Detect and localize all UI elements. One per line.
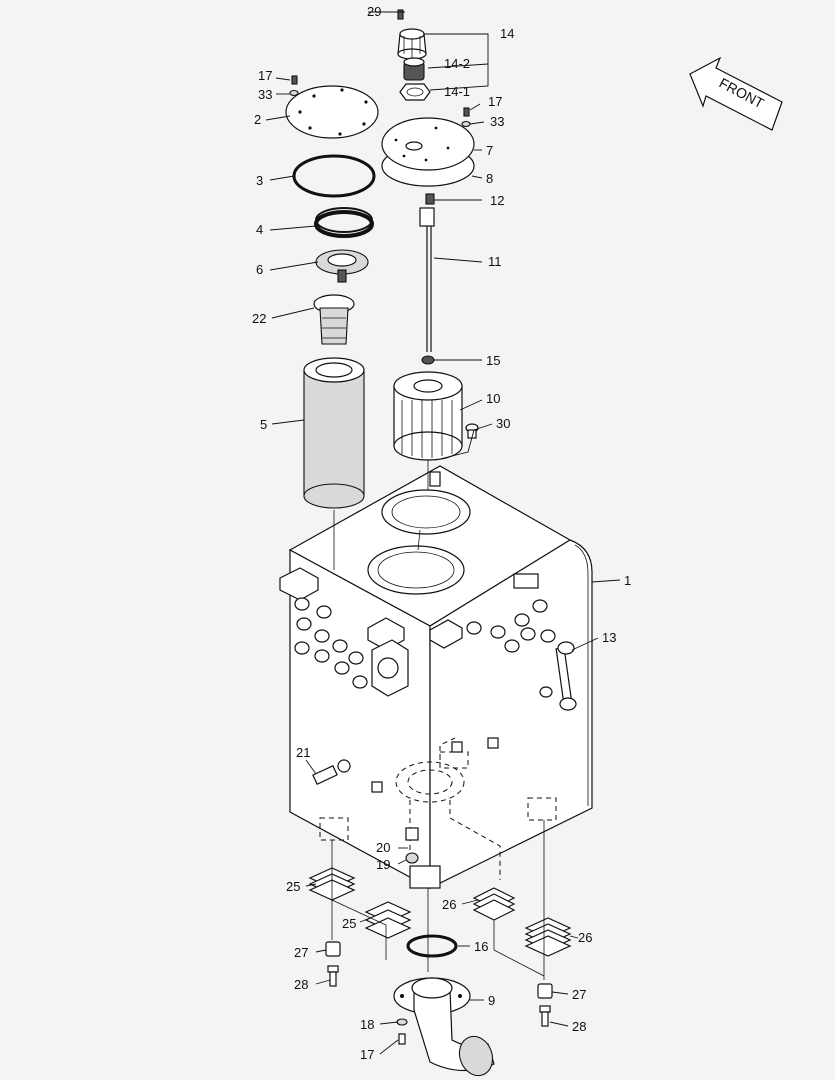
assembly-lines: [331, 460, 545, 980]
callout-1: 1: [624, 573, 631, 588]
hydraulic-tank: [279, 465, 593, 890]
spacer-bolt-left: [325, 941, 341, 987]
sensor-21: [312, 759, 351, 785]
callout-30: 30: [496, 416, 510, 431]
callout-9: 9: [488, 993, 495, 1008]
suction-pipe: [393, 977, 495, 1077]
callout-16: 16: [474, 939, 488, 954]
level-gauge: [555, 641, 577, 711]
o-ring-3: [292, 154, 376, 198]
callout-18: 18: [360, 1017, 374, 1032]
callout-28-right: 28: [572, 1019, 586, 1034]
callout-33-top-right: 33: [490, 114, 504, 129]
callout-12: 12: [490, 193, 504, 208]
spacer-bolt-right: [537, 983, 553, 1027]
callout-27-right: 27: [572, 987, 586, 1002]
callout-26-center: 26: [442, 897, 456, 912]
bolt-17: [398, 1033, 406, 1045]
callout-7: 7: [486, 143, 493, 158]
spring-12: [425, 193, 435, 205]
callout-5: 5: [260, 417, 267, 432]
callout-29: 29: [367, 4, 381, 19]
tank-ports-right: [466, 599, 556, 698]
callout-3: 3: [256, 173, 263, 188]
callout-15: 15: [486, 353, 500, 368]
callout-17-top-left: 17: [258, 68, 272, 83]
callout-4: 4: [256, 222, 263, 237]
callout-2: 2: [254, 112, 261, 127]
callout-13: 13: [602, 630, 616, 645]
callout-33-top-left: 33: [258, 87, 272, 102]
nut-15: [421, 355, 435, 365]
callout-27-left: 27: [294, 945, 308, 960]
ring-4: [314, 207, 374, 238]
callout-26-right: 26: [578, 930, 592, 945]
rod-11: [419, 207, 435, 352]
cap-plate: [399, 83, 431, 101]
callout-25-left: 25: [286, 879, 300, 894]
callout-11: 11: [488, 254, 502, 269]
strainer-22: [313, 294, 355, 345]
tank-ports-left: [294, 597, 409, 697]
valve-6: [315, 249, 369, 283]
callout-25-center: 25: [342, 916, 356, 931]
cap-strainer: [403, 57, 425, 81]
callout-labels: 29 14 14-2 14-1 17 33 2 17 33 7 3 8 12 4…: [252, 4, 631, 1062]
shim-stacks: [308, 867, 572, 957]
callout-22: 22: [252, 311, 266, 326]
callout-10: 10: [486, 391, 500, 406]
callout-28-left: 28: [294, 977, 308, 992]
filter-element-10: [393, 371, 463, 461]
o-ring-16: [406, 934, 458, 958]
callout-8: 8: [486, 171, 493, 186]
callout-19: 19: [376, 857, 390, 872]
callout-21: 21: [296, 745, 310, 760]
callout-6: 6: [256, 262, 263, 277]
callout-14-2: 14-2: [444, 56, 470, 71]
callout-17-top-right: 17: [488, 94, 502, 109]
leader-lines: [265, 11, 621, 1055]
callout-14-1: 14-1: [444, 84, 470, 99]
cover-7: [381, 107, 475, 187]
washer-18: [396, 1018, 408, 1026]
front-arrow: FRONT: [689, 56, 783, 131]
cover-2: [285, 75, 379, 139]
drain-plug: [405, 827, 419, 864]
callout-17-bottom: 17: [360, 1047, 374, 1062]
callout-20: 20: [376, 840, 390, 855]
filter-element-5: [303, 357, 365, 509]
callout-14: 14: [500, 26, 514, 41]
filler-cap: [397, 9, 427, 60]
